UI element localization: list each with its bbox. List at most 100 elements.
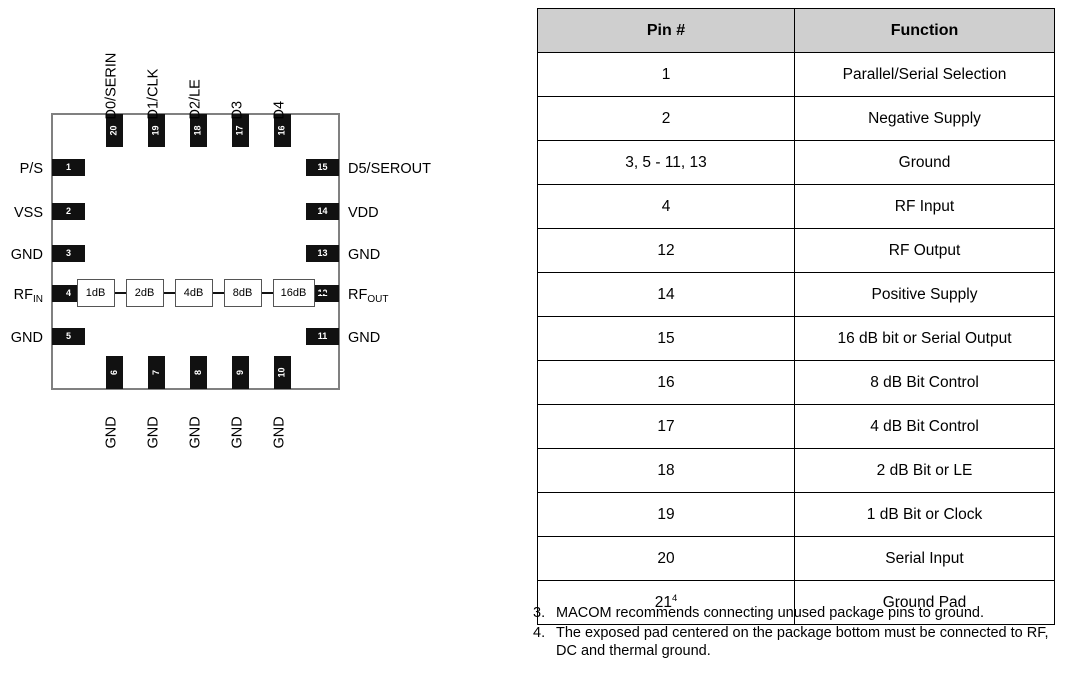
cell-function: Serial Input [794,536,1055,581]
pin-pad-18: 18 [190,114,207,147]
cell-function: Ground [794,140,1055,185]
pin-pad-7: 7 [148,356,165,389]
rf-wire-2 [212,292,224,294]
attenuator-stage-2dB: 2dB [125,279,164,307]
footnote-number: 3. [533,605,546,621]
table-header-row: Pin # Function [537,8,1055,53]
attenuator-stage-16dB: 16dB [272,279,315,307]
pin-label-14: VDD [348,205,379,221]
pin-number: 2 [65,206,71,216]
pin-number: 15 [317,162,328,172]
pin-pad-1: 1 [52,159,85,176]
cell-pin-number: 214 [537,580,795,625]
rf-wire-1 [163,292,175,294]
pin-pad-15: 15 [306,159,339,176]
pin-pad-17: 17 [232,114,249,147]
cell-pin-number: 3, 5 - 11, 13 [537,140,795,185]
pin-number: 10 [276,367,287,378]
pin-label-18: D2/LE [187,79,204,120]
cell-pin-number: 15 [537,316,795,361]
cell-pin-number: 20 [537,536,795,581]
pin-pad-2: 2 [52,203,85,220]
cell-pin-number: 1 [537,52,795,97]
pin-label-2: VSS [13,205,43,221]
pin-label-8: GND [187,416,204,449]
footnotes-list: 3. MACOM recommends connecting unused pac… [533,604,1053,662]
cell-pin-number: 17 [537,404,795,449]
pin-label-15: D5/SEROUT [348,161,431,177]
pin-label-11: GND [348,330,381,346]
pin-number: 3 [65,248,71,258]
pin-label-19: D1/CLK [145,68,162,120]
pin-number: 7 [150,369,161,376]
pin-label-16: D4 [271,100,288,120]
rf-wire-4 [314,292,326,294]
cell-pin-number: 19 [537,492,795,537]
attenuator-stage-1dB: 1dB [76,279,115,307]
cell-function: Negative Supply [794,96,1055,141]
attenuator-stage-8dB: 8dB [223,279,262,307]
column-header-pin: Pin # [537,8,795,53]
pin-number: 6 [108,369,119,376]
pin-label-4: RFIN [13,287,43,305]
pin-label-12: RFOUT [348,287,389,305]
pin-number: 14 [317,206,328,216]
pin-number: 19 [150,125,161,136]
footnote-marker: 4 [671,592,678,604]
pin-number: 18 [192,125,203,136]
package-body-outline [51,113,340,390]
pin-pad-20: 20 [106,114,123,147]
pin-number: 8 [192,369,203,376]
footnote-text: MACOM recommends connecting unused packa… [556,605,984,621]
cell-function: Ground Pad [794,580,1055,625]
pin-label-17: D3 [229,100,246,120]
column-header-function: Function [794,8,1055,53]
cell-function: 16 dB bit or Serial Output [794,316,1055,361]
cell-function: RF Output [794,228,1055,273]
pin-number: 1 [65,162,71,172]
pin-number: 20 [108,125,119,136]
cell-function: 2 dB Bit or LE [794,448,1055,493]
pin-label-5: GND [10,330,43,346]
cell-pin-number: 18 [537,448,795,493]
attenuator-stage-4dB: 4dB [174,279,213,307]
pin-label-9: GND [229,416,246,449]
cell-pin-number: 12 [537,228,795,273]
pin-number: 13 [317,248,328,258]
cell-function: 8 dB Bit Control [794,360,1055,405]
pin-pad-8: 8 [190,356,207,389]
cell-pin-number: 2 [537,96,795,141]
pin-number: 17 [234,125,245,136]
pin-pad-9: 9 [232,356,249,389]
cell-function: Parallel/Serial Selection [794,52,1055,97]
pin-number: 9 [234,369,245,376]
pin-number: 5 [65,331,71,341]
pin-label-13: GND [348,247,381,263]
footnote-4: 4.The exposed pad centered on the packag… [533,624,1053,661]
pin-pad-13: 13 [306,245,339,262]
pin-label-6: GND [103,416,120,449]
rf-wire-0 [114,292,126,294]
cell-function: Positive Supply [794,272,1055,317]
cell-function: 4 dB Bit Control [794,404,1055,449]
pin-label-1: P/S [19,161,43,177]
pin-pad-10: 10 [274,356,291,389]
cell-pin-number: 16 [537,360,795,405]
cell-function: 1 dB Bit or Clock [794,492,1055,537]
pin-number: 4 [65,288,71,298]
pin-pad-3: 3 [52,245,85,262]
pin-pad-5: 5 [52,328,85,345]
footnote-text: The exposed pad centered on the package … [556,624,1049,660]
pin-label-3: GND [10,247,43,263]
pin-pad-19: 19 [148,114,165,147]
